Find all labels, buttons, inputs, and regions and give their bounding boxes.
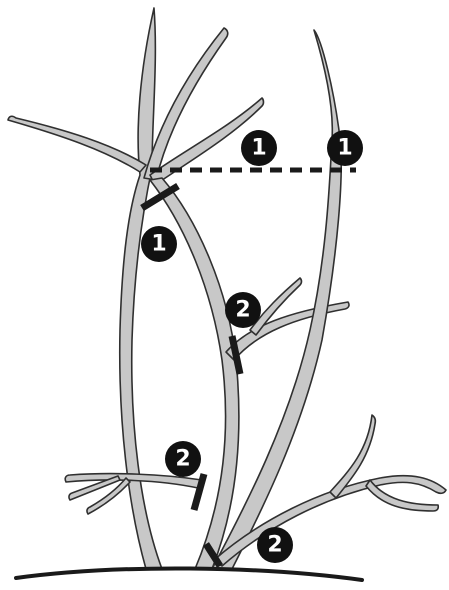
badge-label: 2 — [175, 447, 190, 472]
badge-cut-low-branch: 2 — [165, 441, 201, 477]
badge-cut-top-right: 1 — [327, 130, 363, 166]
badge-cut-base: 2 — [257, 527, 293, 563]
badge-label: 2 — [235, 298, 250, 323]
badge-label: 1 — [337, 136, 352, 161]
shrub-stems — [8, 8, 446, 569]
ground-line — [16, 568, 362, 580]
badge-cut-mid-branch: 2 — [225, 292, 261, 328]
fork-branch-left — [8, 116, 146, 172]
badge-cut-top-left: 1 — [241, 130, 277, 166]
badge-cut-fork: 1 — [141, 226, 177, 262]
badge-label: 1 — [151, 232, 166, 257]
badge-label: 1 — [251, 136, 266, 161]
badge-label: 2 — [267, 533, 282, 558]
